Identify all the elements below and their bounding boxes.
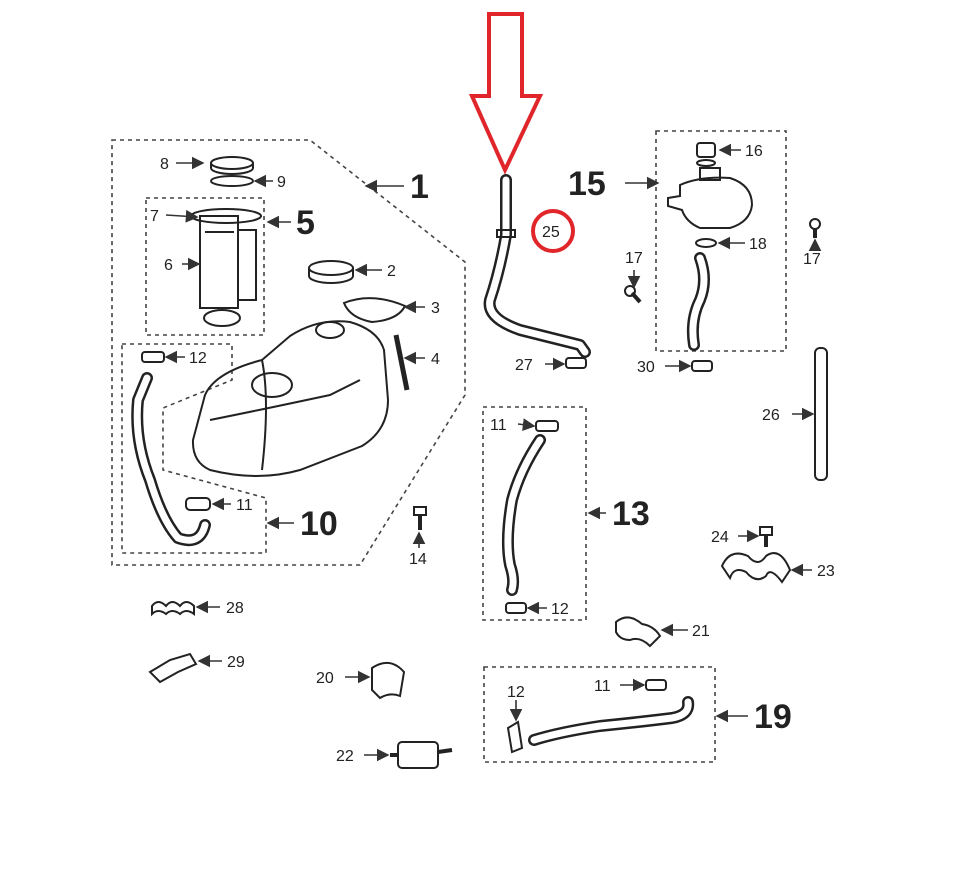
group-10-outline <box>121 343 267 554</box>
part-20-clamp <box>371 661 406 700</box>
label-19: 19 <box>754 698 792 736</box>
label-27: 27 <box>515 357 533 374</box>
label-10: 10 <box>300 505 338 543</box>
label-7: 7 <box>150 208 159 225</box>
part-11-clamp-a <box>185 497 211 511</box>
label-14: 14 <box>409 551 427 568</box>
part-26-tube <box>814 347 828 481</box>
part-22-filter <box>390 741 453 769</box>
label-11a: 11 <box>236 497 253 514</box>
label-23: 23 <box>817 563 835 580</box>
part-17-bolt-b <box>809 218 821 238</box>
label-24: 24 <box>711 529 729 546</box>
part-25-filler-pipe <box>483 174 591 358</box>
part-9-seal <box>210 175 254 187</box>
label-18: 18 <box>749 236 767 253</box>
highlight-circle-25 <box>531 209 575 253</box>
label-11b: 11 <box>490 417 507 434</box>
label-28: 28 <box>226 600 244 617</box>
part-29-clamps <box>148 652 198 684</box>
group-13-outline <box>482 406 587 621</box>
group-19-outline <box>483 666 716 763</box>
part-16-cap <box>696 142 716 158</box>
label-6: 6 <box>164 257 173 274</box>
label-17b: 17 <box>803 251 821 268</box>
part-10-hose <box>131 372 211 547</box>
part-11-clamp-b <box>535 420 559 432</box>
part-2-filler-cap <box>308 260 354 284</box>
label-21: 21 <box>692 623 710 640</box>
group-15-outline <box>655 130 787 352</box>
label-20: 20 <box>316 670 334 687</box>
part-12-clamp-b <box>505 602 527 614</box>
label-16: 16 <box>745 143 763 160</box>
part-19-hose <box>528 696 695 746</box>
part-11-clamp-c <box>645 679 667 691</box>
group-1-outline <box>111 139 466 566</box>
label-2: 2 <box>387 263 396 280</box>
part-30-clamp <box>691 360 713 372</box>
label-11c: 11 <box>594 678 611 695</box>
label-17a: 17 <box>625 250 643 267</box>
part-1-fuel-tank <box>191 320 390 477</box>
part-27-clamp <box>565 357 587 369</box>
part-6-fuel-pump <box>190 208 262 327</box>
label-12a: 12 <box>189 350 207 367</box>
label-12b: 12 <box>551 601 569 618</box>
part-12-clamp-c <box>506 720 524 754</box>
part-24-bolt <box>759 526 773 547</box>
label-1: 1 <box>410 168 429 206</box>
part-12-clamp-a <box>141 351 165 363</box>
part-3-gasket <box>342 297 407 324</box>
part-14-bolt <box>413 506 427 530</box>
label-13: 13 <box>612 495 650 533</box>
label-25: 25 <box>542 224 560 241</box>
part-18-ring <box>695 238 717 248</box>
part-15-expansion-tank <box>667 167 754 229</box>
part-28-clamps <box>151 601 195 617</box>
group-5-outline <box>145 197 265 336</box>
indicator-arrow <box>468 12 544 175</box>
leader-lines <box>164 143 822 762</box>
label-30: 30 <box>637 359 655 376</box>
label-8: 8 <box>160 156 169 173</box>
part-17-bolt-a <box>624 285 642 304</box>
label-3: 3 <box>431 300 440 317</box>
label-9: 9 <box>277 174 286 191</box>
label-26: 26 <box>762 407 780 424</box>
label-5: 5 <box>296 204 315 242</box>
part-15-hose <box>686 252 710 351</box>
label-12c: 12 <box>507 684 525 701</box>
part-21-clamp <box>615 616 662 648</box>
part-16-ring <box>696 159 716 167</box>
part-4-rod <box>393 334 410 391</box>
label-15: 15 <box>568 165 606 203</box>
label-22: 22 <box>336 748 354 765</box>
label-4: 4 <box>431 351 440 368</box>
part-13-hose <box>501 434 546 596</box>
part-23-bracket <box>720 552 792 584</box>
label-29: 29 <box>227 654 245 671</box>
part-8-lockring <box>210 156 254 175</box>
